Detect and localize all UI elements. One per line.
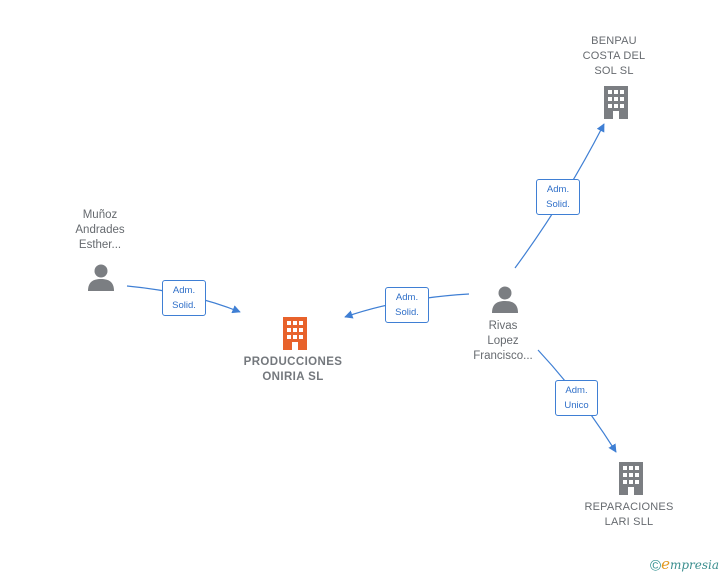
person-icon[interactable]	[490, 284, 520, 314]
node-label-line: SOL SL	[594, 65, 634, 77]
edge-label-rivas-to-benpau[interactable]: Adm. Solid.	[536, 179, 580, 215]
edge-label-munoz-to-main[interactable]: Adm. Solid.	[162, 280, 206, 316]
node-label-line: LARI SLL	[604, 516, 654, 528]
node-label-main-company[interactable]: PRODUCCIONES ONIRIA SL	[244, 355, 343, 385]
edge-label-line: Solid.	[395, 307, 419, 318]
node-label-line: Lopez	[487, 335, 519, 347]
node-label-line: PRODUCCIONES	[243, 356, 343, 368]
node-label-line: Muñoz	[82, 209, 118, 221]
building-icon[interactable]	[601, 85, 631, 119]
building-icon[interactable]	[280, 316, 310, 350]
brand-watermark: ©empresia	[650, 555, 719, 574]
node-label-line: REPARACIONES	[584, 501, 674, 513]
edge-label-line: Adm.	[172, 285, 196, 296]
edge-label-rivas-to-reparaciones[interactable]: Adm. Unico	[555, 380, 598, 416]
node-label-line: ONIRIA SL	[262, 371, 324, 383]
node-label-line: Rivas	[488, 320, 518, 332]
building-icon[interactable]	[616, 461, 646, 495]
edge-label-line: Adm.	[565, 385, 588, 396]
edge-label-rivas-to-main[interactable]: Adm. Solid.	[385, 287, 429, 323]
edge-label-line: Adm.	[546, 184, 570, 195]
edge-label-line: Adm.	[395, 292, 419, 303]
node-label-reparaciones[interactable]: REPARACIONES LARI SLL	[585, 500, 674, 530]
node-label-line: Francisco...	[473, 350, 533, 362]
copyright-symbol: ©	[650, 557, 662, 575]
node-label-munoz[interactable]: Muñoz Andrades Esther...	[75, 208, 124, 253]
edge-label-line: Unico	[564, 400, 589, 411]
node-label-line: Andrades	[75, 224, 125, 236]
node-label-line: COSTA DEL	[582, 50, 646, 62]
node-label-line: Esther...	[78, 239, 122, 251]
node-label-rivas[interactable]: Rivas Lopez Francisco...	[473, 319, 532, 364]
node-label-line: BENPAU	[591, 35, 637, 47]
edge-label-line: Solid.	[546, 199, 570, 210]
brand-logo-text: mpresia	[669, 558, 720, 572]
edge-label-line: Solid.	[172, 300, 196, 311]
person-icon[interactable]	[86, 262, 116, 292]
node-label-benpau[interactable]: BENPAU COSTA DEL SOL SL	[583, 34, 646, 79]
brand-logo-initial: e	[661, 555, 670, 573]
